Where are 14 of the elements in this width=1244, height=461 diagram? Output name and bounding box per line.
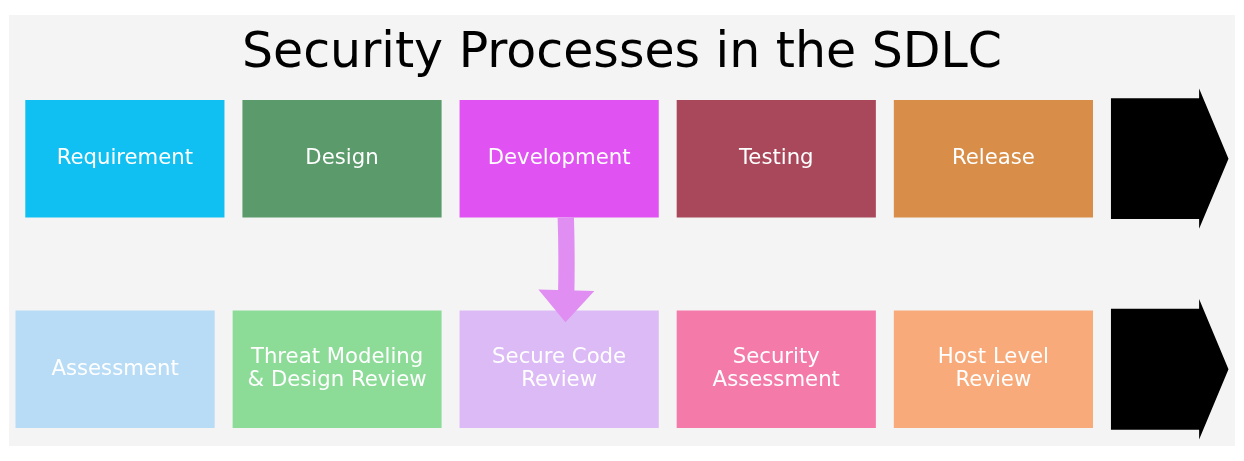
arrow <box>538 217 595 323</box>
node-box: Testing <box>676 99 876 218</box>
node-box: Secure Code Review <box>459 310 659 429</box>
node-arrow <box>1110 88 1229 229</box>
node-box: Assessment <box>15 310 215 429</box>
diagram-title: Security Processes in the SDLC <box>241 22 1003 80</box>
node-box: Security Assessment <box>676 310 876 429</box>
node-box: Design <box>242 99 442 218</box>
node-box: Requirement <box>25 99 225 218</box>
node-box: Threat Modeling & Design Review <box>232 310 442 429</box>
node-arrow <box>1110 299 1229 440</box>
node-box: Development <box>459 99 659 218</box>
node-box: Release <box>893 99 1093 218</box>
node-box: Host Level Review <box>893 310 1093 429</box>
